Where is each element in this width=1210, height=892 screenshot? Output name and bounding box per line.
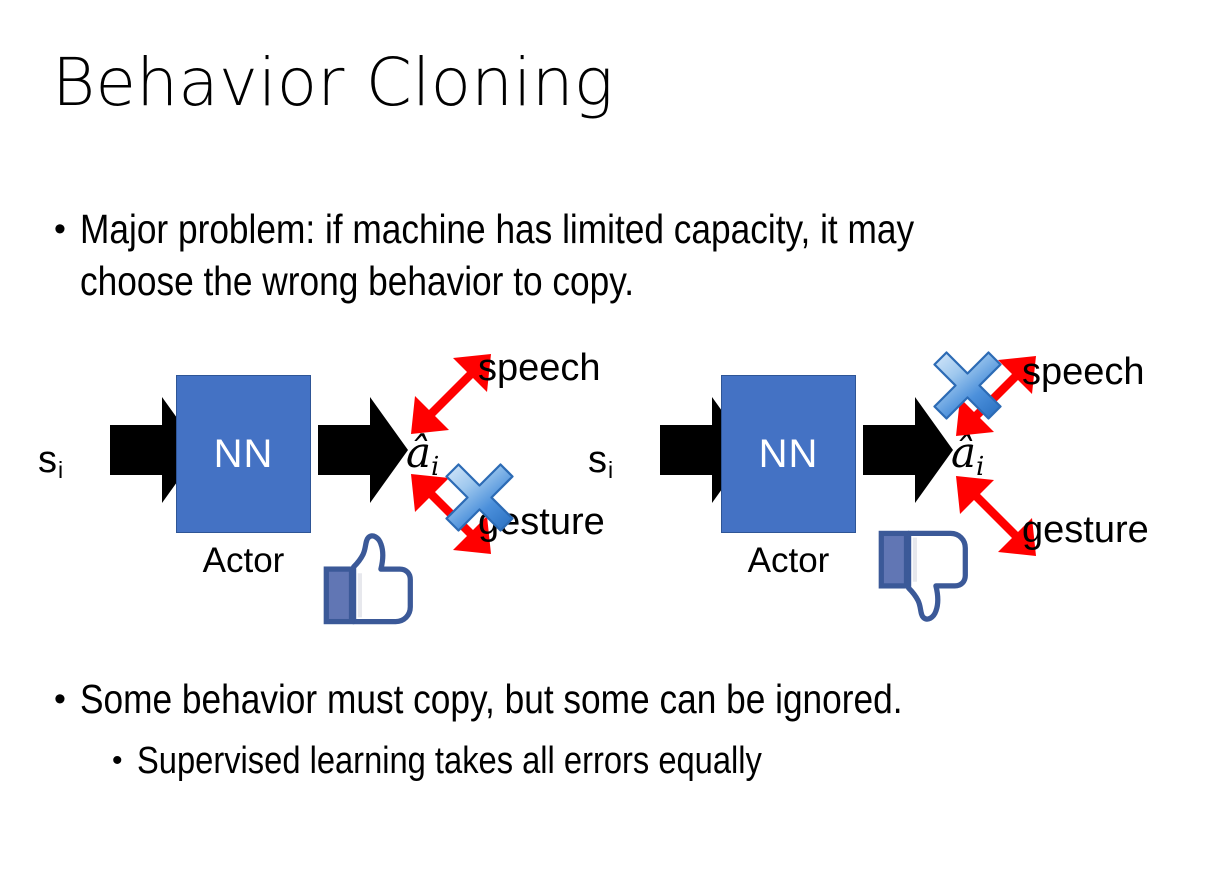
diagram-left: si NN Actor âi: [10, 340, 610, 640]
bullet-some-behavior-text: Some behavior must copy, but some can be…: [79, 676, 903, 722]
branch-label-speech-right: speech: [1022, 351, 1145, 393]
bullet-marker-icon: •: [112, 744, 123, 777]
page-title: Behavior Cloning: [52, 44, 614, 121]
bullet-marker-icon: •: [54, 210, 66, 248]
thumbs-down-icon: [875, 525, 980, 630]
branch-label-gesture-right: gesture: [1022, 509, 1149, 551]
actor-caption-left: Actor: [202, 541, 285, 580]
nn-box-label-left: NN: [213, 432, 274, 476]
bullet-marker-icon: •: [54, 680, 66, 718]
bullet-supervised-learning: • Supervised learning takes all errors e…: [112, 735, 1172, 787]
nn-box-label-right: NN: [758, 432, 819, 476]
bullet-major-problem: • Major problem: if machine has limited …: [54, 203, 1164, 307]
diagram-right: si NN Actor âi: [560, 340, 1160, 640]
cross-out-icon-right: [930, 348, 1005, 423]
branch-arrow-upper-right: [950, 352, 1045, 442]
nn-box-left: NN: [176, 375, 311, 533]
output-action-label-right: âi: [951, 428, 985, 483]
flow-arrow-out-right: [863, 395, 953, 505]
nn-box-right: NN: [721, 375, 856, 533]
input-state-label-left: si: [38, 439, 64, 483]
flow-arrow-out-left: [318, 395, 408, 505]
output-action-label-left: âi: [406, 428, 440, 483]
bullet-supervised-learning-text: Supervised learning takes all errors equ…: [136, 740, 762, 782]
actor-caption-right: Actor: [747, 541, 830, 580]
branch-label-speech-left: speech: [478, 347, 601, 389]
input-state-label-right: si: [588, 439, 614, 483]
thumbs-up-icon: [320, 525, 425, 630]
branch-arrow-lower-right: [950, 470, 1045, 560]
branch-arrow-upper-left: [405, 350, 500, 440]
bullet-some-behavior: • Some behavior must copy, but some can …: [54, 673, 1164, 725]
cross-out-icon-left: [442, 460, 517, 535]
bullet-major-problem-text: Major problem: if machine has limited ca…: [79, 206, 924, 304]
